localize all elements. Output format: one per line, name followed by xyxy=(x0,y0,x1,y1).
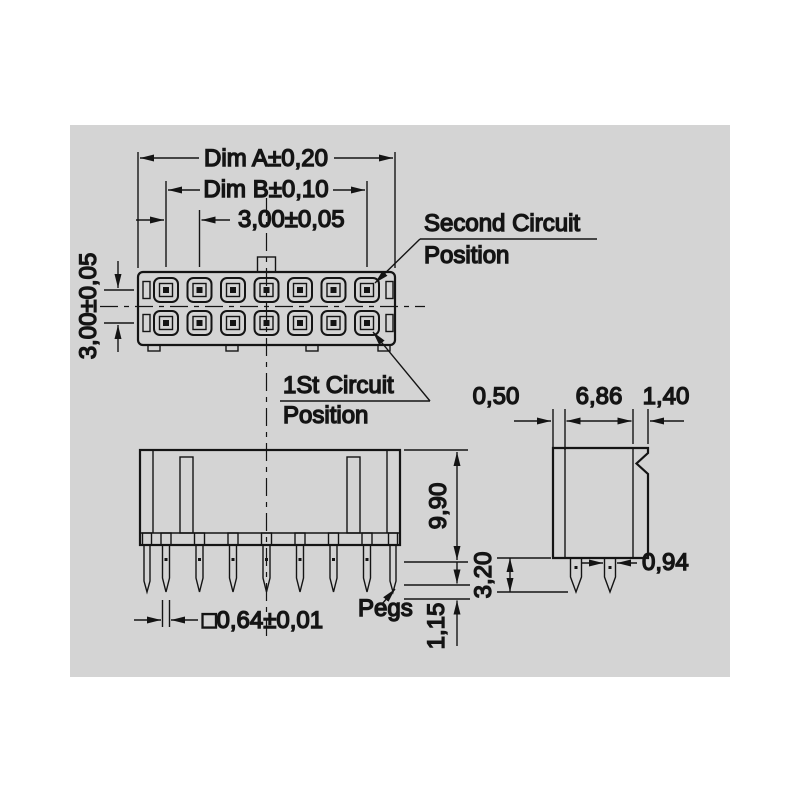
latch-post xyxy=(179,456,194,534)
second-circuit-label-line2: Position xyxy=(424,242,509,269)
latch-post xyxy=(346,456,361,534)
pegs-leader xyxy=(381,588,396,605)
pin-w-label: 0,94 xyxy=(642,549,689,576)
side-view xyxy=(551,446,650,593)
tail-label: 1,15 xyxy=(423,603,450,650)
callout-leader xyxy=(374,238,421,284)
mount-tab xyxy=(225,344,239,352)
mount-tab xyxy=(305,344,319,352)
row-pitch-label: 3,00±0,05 xyxy=(75,253,102,360)
w-mid-label: 6,86 xyxy=(576,383,623,410)
pin-size-label: □0,64±0,01 xyxy=(202,607,323,634)
h-pin-label: 3,20 xyxy=(470,552,497,599)
dim-b-label: Dim B±0,10 xyxy=(203,176,328,203)
pegs-label: Pegs xyxy=(358,595,413,622)
end-slot xyxy=(142,313,151,333)
top-view xyxy=(136,256,397,352)
front-view-dimensions: 9,90 1,15 Pegs □0,64±0,01 xyxy=(134,449,470,650)
connector-body-side-view xyxy=(551,446,650,560)
dim-a-label: Dim A±0,20 xyxy=(204,145,328,172)
pitch-label: 3,00±0,05 xyxy=(238,206,345,233)
callout-leader xyxy=(372,331,431,402)
height-label: 9,90 xyxy=(425,483,452,530)
end-slot xyxy=(385,313,394,333)
second-circuit-label-line1: Second Circuit xyxy=(424,210,580,237)
side-view-dimensions: 0,50 6,86 1,40 3,20 0,94 xyxy=(469,382,690,599)
first-circuit-callout: 1St Circuit Position xyxy=(280,331,431,430)
end-slot xyxy=(385,280,394,300)
first-circuit-label-line2: Position xyxy=(283,402,368,429)
mount-tab xyxy=(147,344,161,352)
polarization-notch xyxy=(256,256,277,273)
end-slot xyxy=(142,280,151,300)
front-view xyxy=(138,448,402,593)
first-circuit-label-line1: 1St Circuit xyxy=(283,372,394,399)
top-view-dimensions: Dim A±0,20 Dim B±0,10 3,00±0,05 3,00±0,0… xyxy=(74,144,396,360)
second-circuit-callout: Second Circuit Position xyxy=(374,209,597,284)
w-right-label: 1,40 xyxy=(643,383,690,410)
w-left-label: 0,50 xyxy=(473,383,520,410)
